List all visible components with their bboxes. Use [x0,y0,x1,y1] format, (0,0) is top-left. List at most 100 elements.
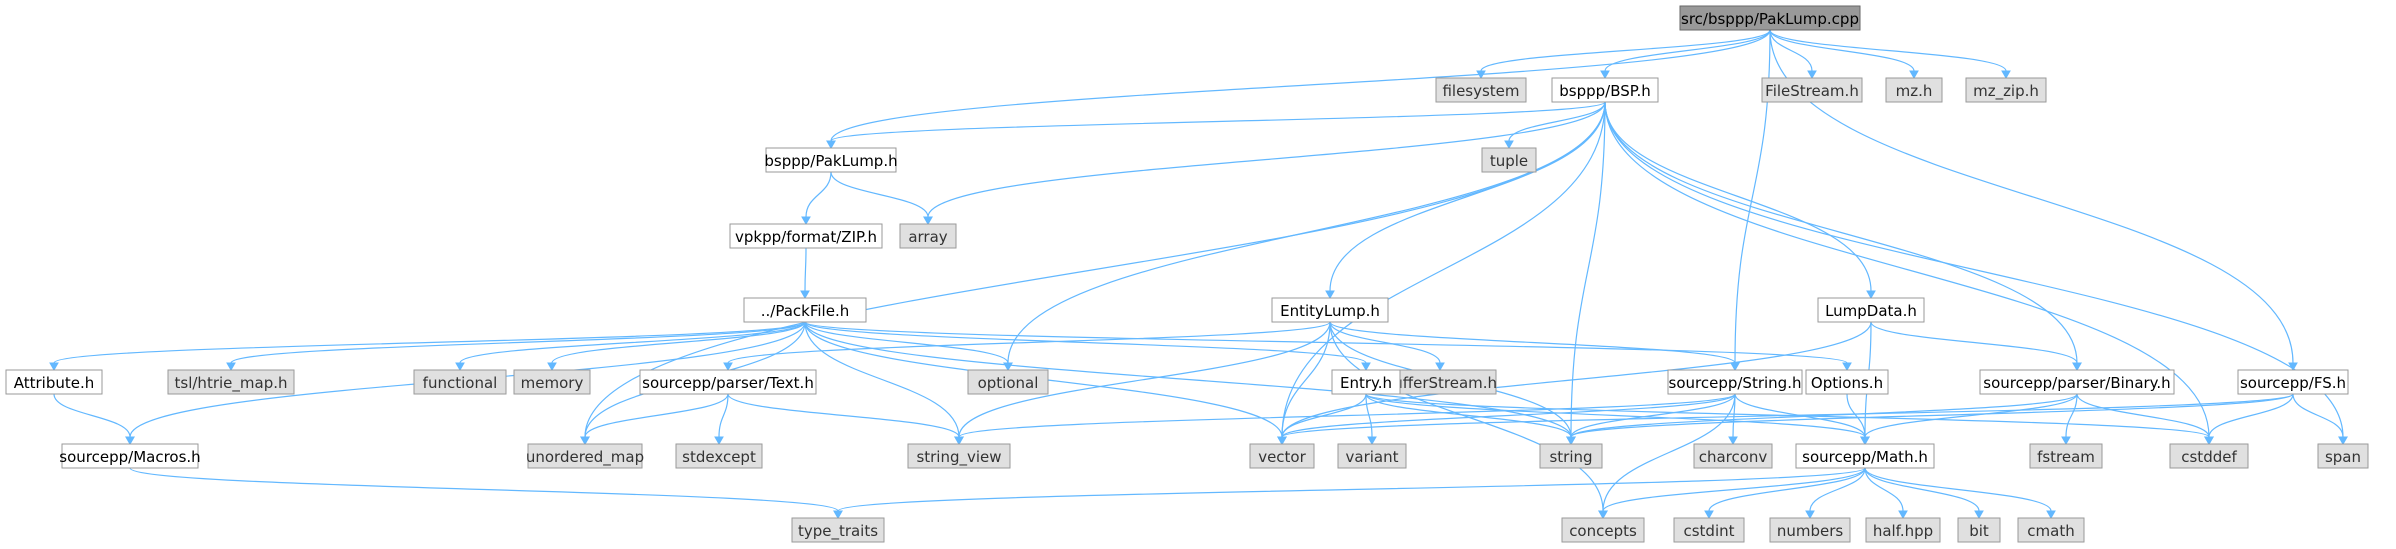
node-paklumph[interactable]: bsppp/PakLump.h [764,147,898,173]
node-label-stdexcept: stdexcept [682,448,756,466]
edge-entryh-to-mathh [1365,393,1866,438]
edge-arrow-packfile-to-functional [455,362,465,372]
node-box-bsph [1551,77,1659,103]
node-charconv: charconv [1693,443,1773,469]
node-box-unordered_map [527,443,643,469]
edge-stringh-to-string [1570,393,1736,438]
node-box-ziph [729,223,883,249]
edge-arrow-root-to-bsph [1600,70,1610,80]
node-stringh[interactable]: sourcepp/String.h [1667,369,1803,395]
edge-mathh-to-bit [1864,467,1980,512]
node-cstddef: cstddef [2169,443,2249,469]
node-label-attribute: Attribute.h [14,374,95,392]
node-label-binaryh: sourcepp/parser/Binary.h [1983,374,2170,392]
edge-arrow-bsph-to-lumpdata [1866,290,1876,300]
edge-arrow-entitylump-to-parsertext [723,362,733,372]
node-label-variant: variant [1346,448,1399,466]
node-ziph[interactable]: vpkpp/format/ZIP.h [729,223,883,249]
node-packfile[interactable]: ../PackFile.h [743,297,867,323]
node-box-string [1539,443,1603,469]
node-unordered_map: unordered_map [526,443,644,469]
node-label-lumpdata: LumpData.h [1825,302,1917,320]
edge-arrow-fsh-to-cstddef [2204,436,2214,446]
edge-arrow-packfile-to-entryh [1361,362,1371,372]
edge-arrow-packfile-to-memory [547,362,557,372]
node-box-packfile [743,297,867,323]
node-entitylump[interactable]: EntityLump.h [1271,297,1389,323]
node-label-parsertext: sourcepp/parser/Text.h [642,374,814,392]
node-macrosh[interactable]: sourcepp/Macros.h [59,443,201,469]
edge-arrow-lumpdata-to-binaryh [2072,362,2082,372]
edge-arrow-entitylump-to-stringh [1730,362,1740,372]
node-filesystem: filesystem [1435,77,1527,103]
edge-bsph-to-entitylump [1329,101,1606,292]
node-label-fstream: fstream [2037,448,2095,466]
edge-root-to-mzh [1769,29,1915,72]
edge-arrow-attribute-to-macrosh [125,436,135,446]
edge-packfile-to-string [804,321,1572,438]
edge-arrow-mathh-to-type_traits [833,510,843,520]
edge-arrow-parsertext-to-stdexcept [714,436,724,446]
edge-arrow-paklumph-to-array [923,216,933,226]
edge-root-to-mzziph [1769,29,2007,72]
node-box-vector [1249,443,1315,469]
node-box-stringh [1667,369,1803,395]
edge-arrow-root-to-fsh [2288,362,2298,372]
node-concepts: concepts [1561,517,1645,543]
edge-bsph-to-string [1570,101,1606,438]
edge-entitylump-to-parsertext [727,321,1331,364]
node-variant: variant [1337,443,1407,469]
node-label-array: array [908,228,947,246]
node-parsertext[interactable]: sourcepp/parser/Text.h [639,369,817,395]
edge-stringh-to-charconv [1732,393,1736,438]
edge-macrosh-to-type_traits [129,467,839,512]
node-box-mzh [1885,77,1943,103]
node-label-optional: optional [978,374,1039,392]
edge-arrow-paklumph-to-ziph [801,216,811,226]
edge-mathh-to-cstdint [1708,467,1866,512]
nodes-layer: src/bsppp/PakLump.cpp filesystem bsppp/BSP… [5,5,2369,543]
edge-parsertext-to-string_view [727,393,960,438]
node-mathh[interactable]: sourcepp/Math.h [1795,443,1935,469]
node-lumpdata[interactable]: LumpData.h [1817,297,1925,323]
edge-binaryh-to-mathh [1864,393,2078,438]
node-numbers: numbers [1769,517,1851,543]
node-label-numbers: numbers [1777,522,1844,540]
node-attribute[interactable]: Attribute.h [5,369,103,395]
edge-arrow-entitylump-to-bufferstream [1435,362,1445,372]
edge-arrow-stringh-to-charconv [1728,436,1738,446]
node-mzh: mz.h [1885,77,1943,103]
node-box-type_traits [791,517,885,543]
edge-bsph-to-paklumph [830,101,1606,142]
edge-root-to-filesystem [1480,29,1771,72]
node-tuple: tuple [1481,147,1537,173]
edge-packfile-to-memory [551,321,806,364]
edge-paklumph-to-ziph [805,171,832,218]
node-box-bit [1957,517,2001,543]
node-label-optionsh: Options.h [1811,374,1883,392]
node-binaryh[interactable]: sourcepp/parser/Binary.h [1979,369,2175,395]
node-cstdint: cstdint [1673,517,1745,543]
edge-mathh-to-halfhpp [1864,467,1904,512]
node-fsh[interactable]: sourcepp/FS.h [2237,369,2349,395]
node-bsph[interactable]: bsppp/BSP.h [1551,77,1659,103]
edge-arrow-packfile-to-htrie [226,362,236,372]
edge-binaryh-to-fstream [2065,393,2078,438]
node-stdexcept: stdexcept [675,443,763,469]
node-entryh[interactable]: Entry.h [1331,369,1401,395]
edge-bsph-to-lumpdata [1604,101,1872,292]
node-label-cmath: cmath [2027,522,2074,540]
edge-arrow-fsh-to-string [1566,436,1576,446]
node-optionsh[interactable]: Options.h [1805,369,1889,395]
edge-packfile-to-functional [459,321,806,364]
node-root[interactable]: src/bsppp/PakLump.cpp [1679,5,1861,31]
node-halfhpp: half.hpp [1865,517,1941,543]
node-box-filestream [1761,77,1863,103]
node-label-filestream: FileStream.h [1765,82,1859,100]
node-box-fstream [2029,443,2103,469]
node-box-span [2317,443,2369,469]
edge-lumpdata-to-binaryh [1870,321,2078,364]
edge-arrow-bsph-to-entitylump [1325,290,1335,300]
node-label-tuple: tuple [1490,152,1528,170]
node-box-attribute [5,369,103,395]
